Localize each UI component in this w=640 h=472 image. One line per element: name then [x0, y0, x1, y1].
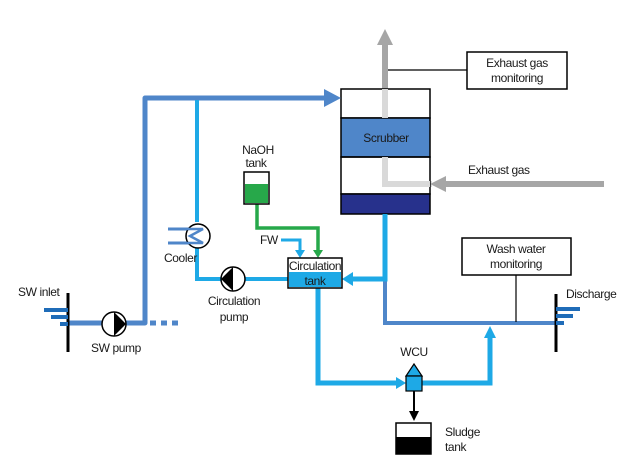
sludge-tank[interactable]: Sludge tank	[395, 422, 481, 455]
cooler-label: Cooler	[164, 251, 197, 265]
sludge-tank-label-2: tank	[445, 440, 467, 454]
wcu-top-icon	[404, 362, 424, 377]
circulation-supply-pipe	[195, 248, 288, 281]
circulation-pump-label-2: pump	[220, 310, 249, 324]
exhaust-gas-monitoring-label-1: Exhaust gas	[486, 56, 548, 70]
circulation-line	[195, 100, 496, 389]
exhaust-gas-inlet-arrow	[430, 176, 446, 192]
naoh-tank-label-1: NaOH	[242, 143, 274, 157]
scrubber-sump	[340, 193, 431, 215]
return-to-tank-arrow	[342, 272, 353, 286]
fw-label: FW	[260, 233, 279, 247]
naoh-tank-fill	[245, 184, 268, 203]
circulation-pump[interactable]: Circulation pump	[208, 266, 261, 324]
exhaust-gas-monitoring-box[interactable]	[466, 51, 568, 90]
cooler[interactable]: Cooler	[164, 223, 211, 265]
circulation-tank-label-2: tank	[304, 274, 326, 288]
exhaust-gas-monitoring-label-2: monitoring	[491, 71, 543, 85]
discharge-label: Discharge	[566, 287, 617, 301]
discharge: Discharge	[554, 287, 618, 352]
circulation-pump-arrow-icon	[221, 267, 233, 291]
to-wcu-arrow	[396, 377, 406, 389]
scrubber-return-pipe	[353, 214, 388, 282]
sludge-tank-label-1: Sludge	[445, 425, 481, 439]
sw-to-scrubber-arrow	[324, 89, 341, 107]
wash-water-monitoring-box[interactable]	[461, 237, 572, 276]
wcu-body	[405, 375, 423, 392]
naoh-arrow	[313, 250, 323, 258]
tank-to-wcu-pipe	[315, 288, 400, 386]
wcu[interactable]: WCU	[400, 345, 428, 421]
wcu-to-discharge-pipe	[420, 338, 493, 386]
circulation-tank[interactable]: Circulation tank	[287, 257, 343, 289]
wash-water-monitoring-label-2: monitoring	[490, 257, 542, 271]
cooler-coil-icon	[178, 227, 204, 245]
circulation-tank-label-1: Circulation	[289, 259, 341, 273]
fw-pipe	[281, 238, 302, 250]
scrubber-packing-band	[340, 117, 431, 158]
circulation-tank-fill	[289, 272, 341, 287]
circulation-pump-label-1: Circulation	[208, 294, 260, 308]
sw-pump-arrow-icon	[114, 312, 126, 336]
fw-arrow	[295, 250, 305, 258]
sw-pump-label: SW pump	[91, 341, 142, 355]
sw-inlet: SW inlet	[18, 285, 70, 352]
sw-pump[interactable]: SW pump	[91, 311, 142, 355]
naoh-tank[interactable]: NaOH tank	[242, 143, 323, 258]
naoh-tank-label-2: tank	[245, 156, 267, 170]
scrubber-label: Scrubber	[363, 131, 409, 145]
exhaust-gas-inner-bottom	[382, 157, 430, 187]
sw-inlet-label: SW inlet	[18, 285, 61, 299]
to-discharge-arrow	[484, 326, 496, 338]
wcu-to-sludge-arrow	[409, 411, 419, 421]
wcu-label: WCU	[400, 345, 427, 359]
exhaust-gas-outlet-arrow	[377, 29, 393, 45]
sludge-tank-fill	[396, 437, 431, 454]
exhaust-gas-label: Exhaust gas	[468, 163, 530, 177]
wash-water-monitoring-label-1: Wash water	[487, 242, 546, 256]
naoh-pipe	[255, 204, 320, 250]
